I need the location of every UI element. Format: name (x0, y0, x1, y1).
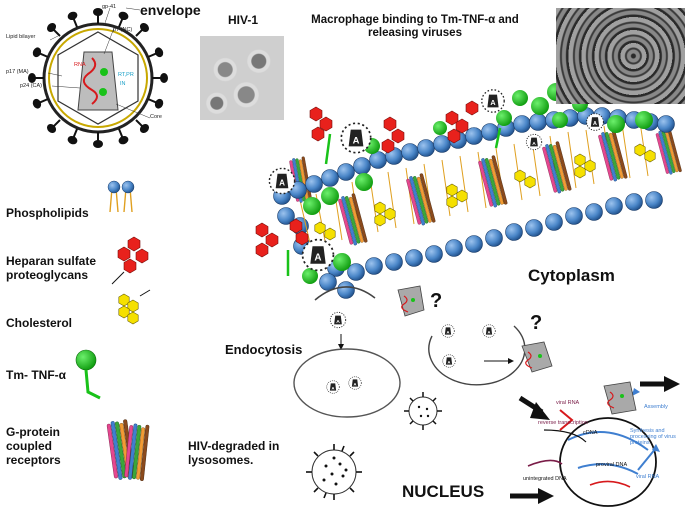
core-label: Core (150, 114, 162, 120)
legend-tnf-icon (75, 349, 101, 400)
free-capsid-2 (521, 341, 553, 373)
rtpr-label: RT,PR (118, 72, 134, 78)
legend-cholesterol-label: Cholesterol (6, 316, 73, 330)
endocytosis-vesicles (293, 285, 553, 418)
envelope-label: envelope (140, 2, 201, 18)
reverse-transcription-label: reverse transcription (538, 420, 588, 426)
lysosome-label: HIV-degraded in lysosomes. (188, 439, 280, 467)
gp41-label: gp-41 (102, 4, 117, 10)
legend-tnf-label: Tm- TNF-α (6, 368, 67, 382)
legend-phospholipids-label: Phospholipids (6, 206, 89, 220)
question-mark-1: ? (430, 290, 443, 312)
viral-rna-label: viral RNA (556, 400, 580, 406)
unintegrated-dna-label: unintegrated DNA (523, 476, 567, 482)
lysosome-degradation (306, 392, 442, 500)
p24-label: p24 (CA) (20, 83, 43, 89)
lipid-bilayer-label: Lipid bilayer (6, 34, 36, 40)
assembly-label: Assembly (644, 404, 668, 410)
macrophage-title: Macrophage binding to Tm-TNF-α and relea… (311, 14, 519, 40)
cdna-label: cDNA (583, 430, 598, 436)
free-capsid-1 (397, 285, 425, 317)
legend-heparan-label: Heparan sulfate proteoglycans (6, 254, 97, 282)
hiv1-em-photo (200, 36, 284, 120)
hiv1-title: HIV-1 (228, 13, 259, 27)
nucleus-label: NUCLEUS (402, 482, 485, 501)
legend-gpcr-label: G-protein coupled receptors (6, 425, 61, 467)
rna-label: RNA (74, 62, 86, 68)
cell-membrane (255, 83, 682, 299)
legend-phospholipid-icon (107, 180, 135, 213)
proviral-dna-label: proviral DNA (596, 462, 628, 468)
synthesis-label: Synthesis and processing of virus protei… (630, 428, 676, 447)
viral-rna-2-label: viral RNA (636, 474, 660, 480)
in-label: IN (120, 81, 126, 87)
legend-heparan-icon (111, 236, 149, 285)
hiv-virion-diagram (27, 7, 169, 149)
p7-label: p7 (NC) (113, 27, 133, 33)
cytoplasm-label: Cytoplasm (528, 266, 615, 285)
legend-gpcr-icon (106, 419, 150, 482)
macrophage-em-photo (556, 8, 685, 104)
membrane-tnf (302, 83, 653, 284)
legend-cholesterol-icon (118, 289, 151, 325)
question-mark-2: ? (530, 312, 543, 334)
endocytosis-label: Endocytosis (225, 342, 303, 357)
p17-label: p17 (MA) (6, 69, 29, 75)
nucleus-replication (510, 376, 680, 507)
